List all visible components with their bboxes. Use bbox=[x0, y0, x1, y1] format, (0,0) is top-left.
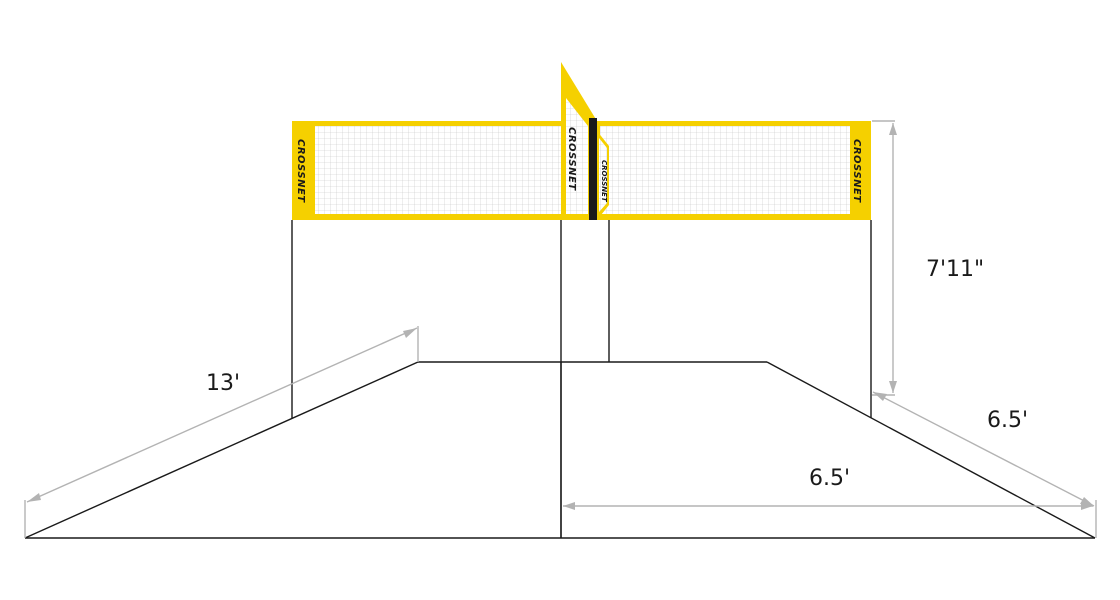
side-length-label: 13' bbox=[206, 371, 240, 396]
square-side-front-label: 6.5' bbox=[809, 466, 850, 491]
square-side-right-dimension-line bbox=[872, 391, 1095, 507]
right-net-mesh-grid bbox=[600, 126, 850, 214]
brand-label-far: CROSSNET bbox=[600, 160, 608, 203]
net-poles bbox=[291, 220, 872, 538]
brand-label-left: CROSSNET bbox=[295, 139, 306, 203]
dimension-lines bbox=[24, 120, 1097, 538]
arrowhead-square-front-end bbox=[1081, 502, 1093, 510]
brand-label-center: CROSSNET bbox=[566, 127, 577, 191]
arrowhead-height-bottom bbox=[889, 381, 897, 393]
left-net-mesh-grid bbox=[315, 126, 561, 214]
far-net-mesh-grid bbox=[599, 138, 607, 212]
arrowhead-side-length-right bbox=[403, 328, 417, 338]
net-height-label: 7'11" bbox=[926, 257, 984, 282]
court-outline bbox=[24, 361, 1096, 539]
court-right-edge bbox=[766, 361, 1096, 539]
dimension-arrowheads bbox=[27, 123, 1094, 510]
net: CROSSNET CROSSNET CROSSNET CROSSNET bbox=[292, 62, 871, 220]
center-net-mesh-grid bbox=[566, 98, 588, 214]
arrowhead-height-top bbox=[889, 123, 897, 135]
arrowhead-side-length-left bbox=[27, 493, 41, 502]
side-length-dimension-line bbox=[26, 327, 418, 503]
square-side-right-label: 6.5' bbox=[987, 408, 1028, 433]
arrowhead-square-right-start bbox=[873, 392, 887, 401]
court-left-edge bbox=[24, 361, 419, 539]
center-post-band bbox=[589, 118, 597, 220]
brand-label-right: CROSSNET bbox=[851, 139, 862, 203]
arrowhead-square-front-start bbox=[563, 502, 575, 510]
